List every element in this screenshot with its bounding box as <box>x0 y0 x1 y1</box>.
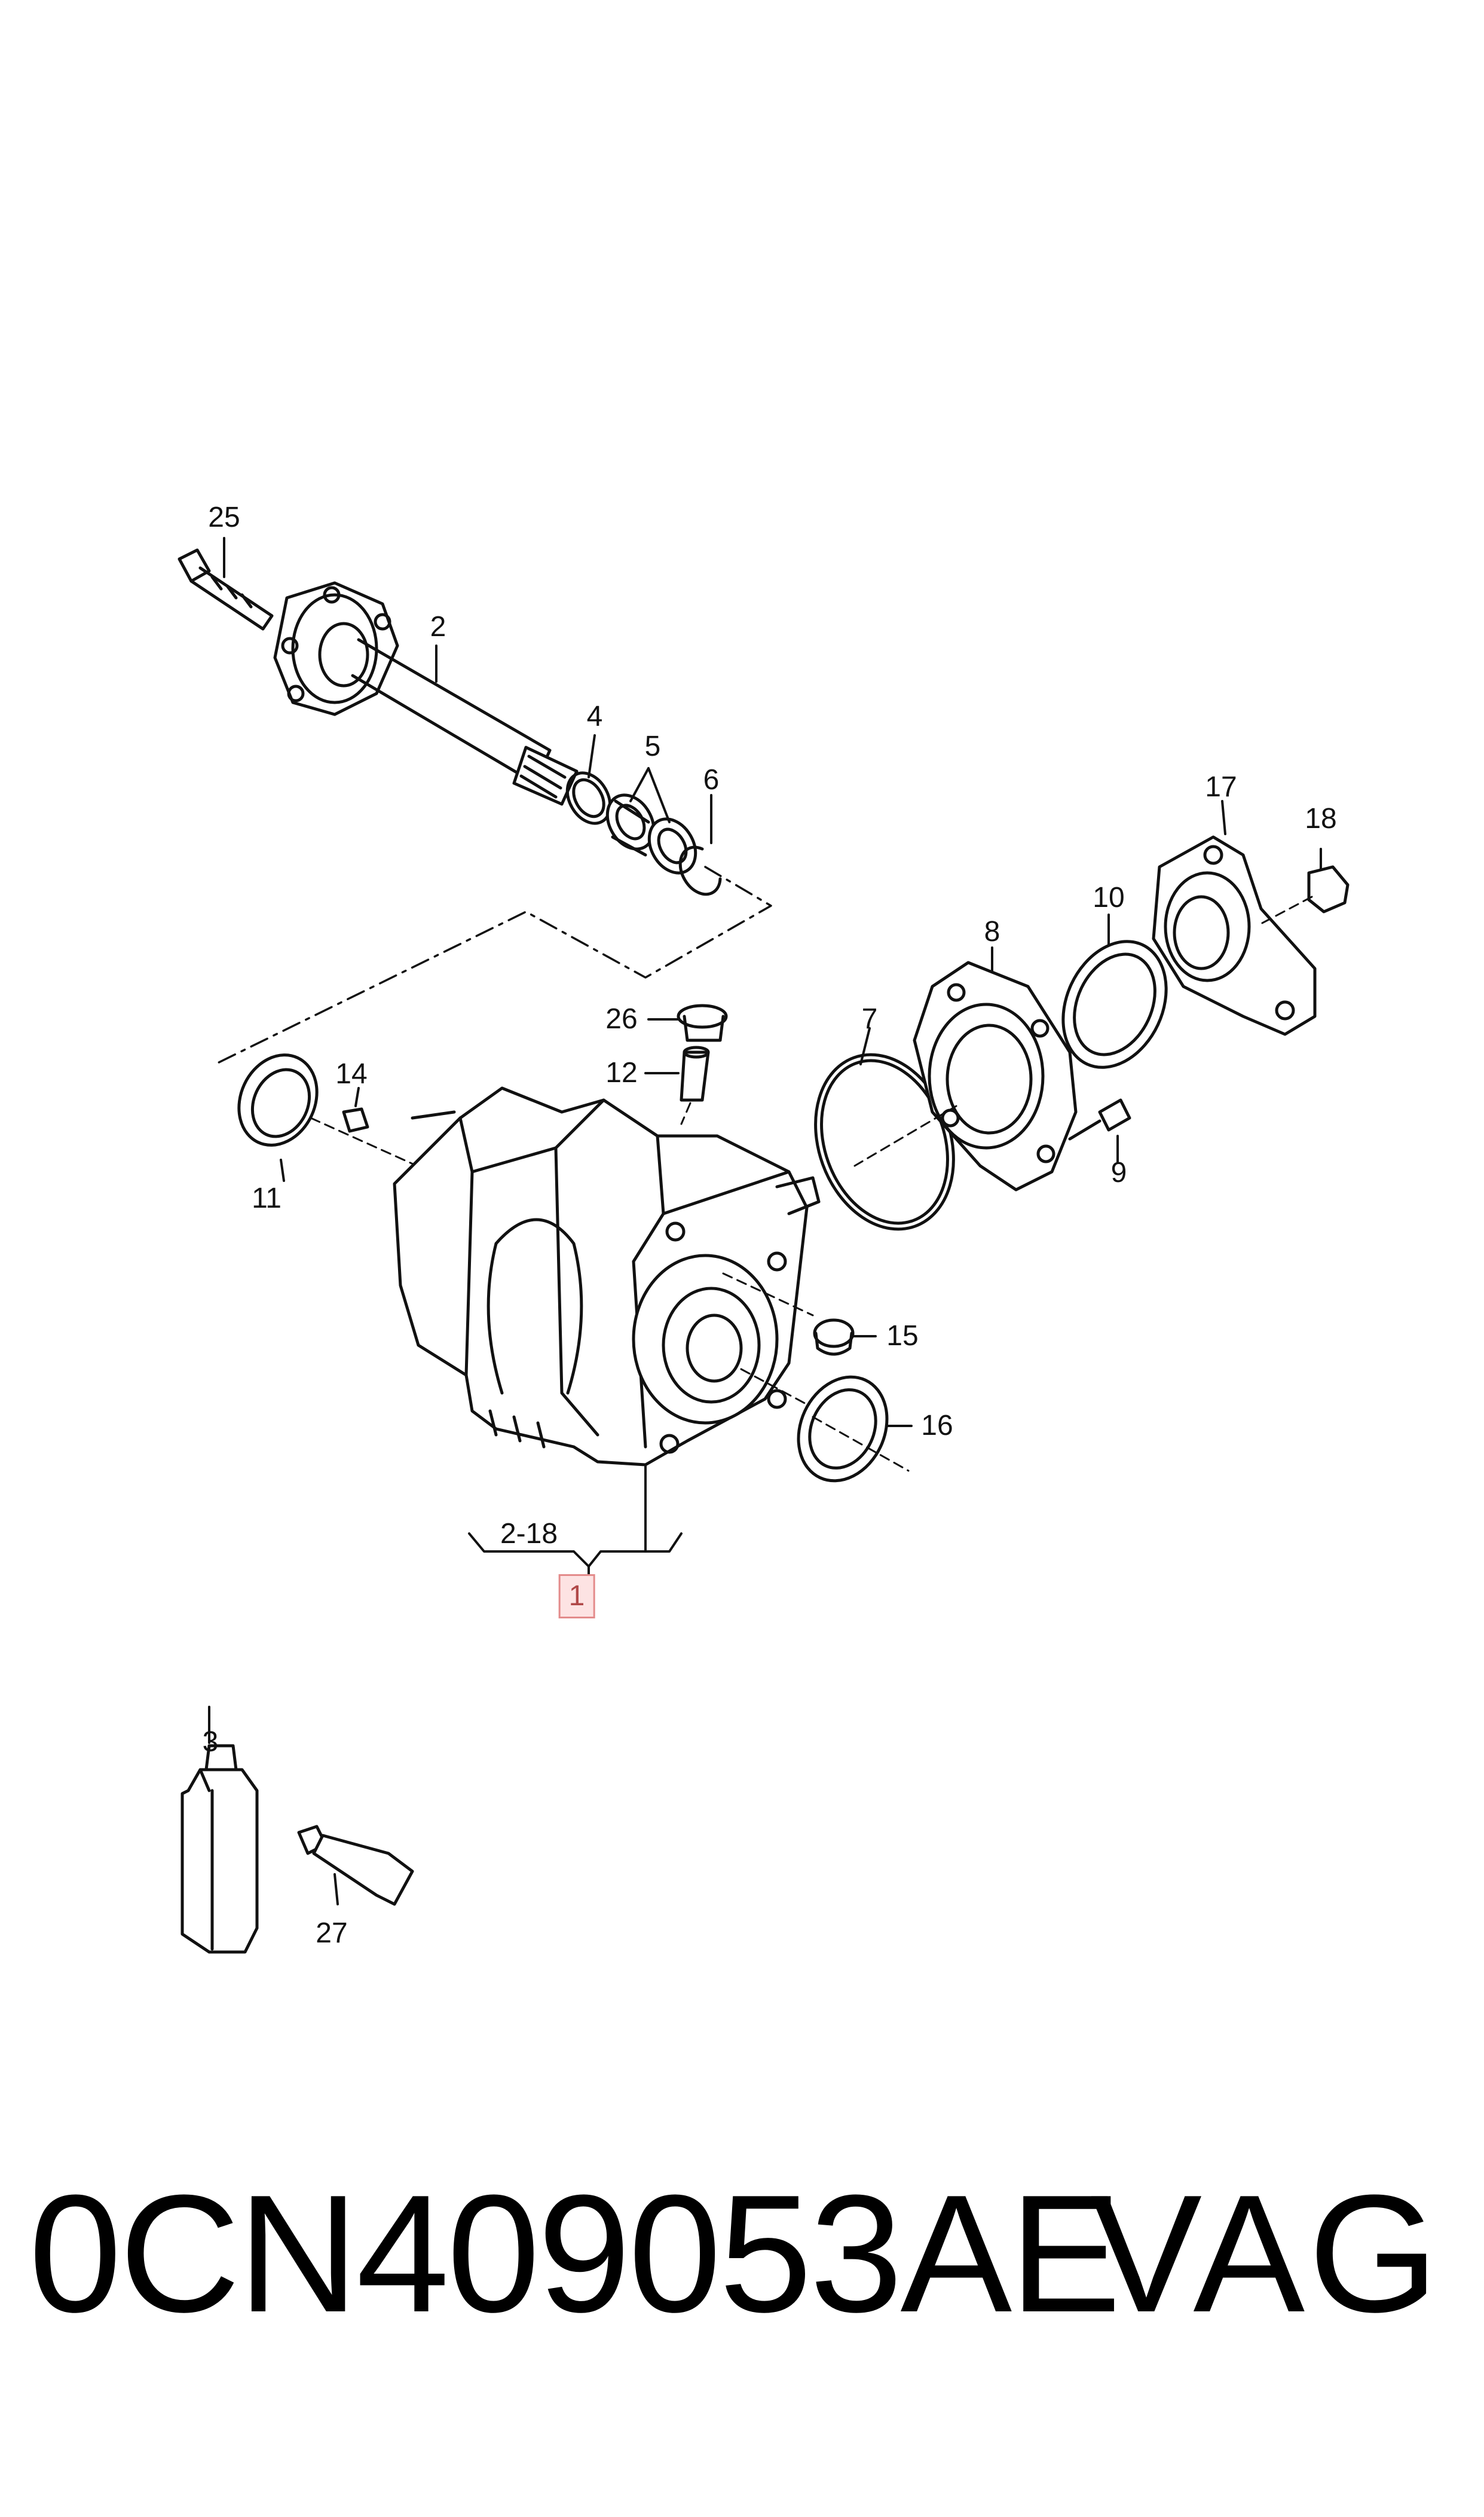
sleeve-12 <box>680 1046 710 1125</box>
transfer-case-housing <box>393 1086 826 1467</box>
callout-25: 25 <box>208 502 240 533</box>
cap-15 <box>813 1318 855 1356</box>
snap-ring-4 <box>565 771 612 825</box>
callout-10: 10 <box>1093 882 1125 914</box>
nut-18 <box>1260 865 1350 925</box>
callout-2-18: 2-18 <box>500 1518 558 1550</box>
callout-18: 18 <box>1305 803 1337 835</box>
bearing-cover-8 <box>853 961 1078 1192</box>
drive-flange-2 <box>273 581 579 806</box>
part-number: 0CN409053AE <box>29 2161 1121 2347</box>
seal-10 <box>1061 940 1168 1069</box>
footer-caption: 0CN409053AE VAG <box>0 2128 1484 2379</box>
bolt-9 <box>1068 1098 1131 1141</box>
shaft-seal-11 <box>237 1053 432 1173</box>
diagram-drawing <box>178 537 1350 1954</box>
callout-4: 4 <box>586 701 603 732</box>
callout-7: 7 <box>861 1003 878 1035</box>
callout-3: 3 <box>202 1726 219 1758</box>
callout-14: 14 <box>335 1058 368 1090</box>
callout-27: 27 <box>316 1917 348 1949</box>
circlip-6 <box>678 845 722 896</box>
brand-name: VAG <box>1090 2161 1442 2347</box>
callout-16: 16 <box>921 1410 953 1441</box>
bolt-25 <box>178 548 274 631</box>
callout-6: 6 <box>703 764 720 796</box>
assembly-dash-line <box>214 866 772 1065</box>
callout-12: 12 <box>605 1057 638 1089</box>
callout-8: 8 <box>984 916 1000 948</box>
cap-26 <box>677 1004 728 1042</box>
callout-1-highlighted[interactable]: 1 <box>558 1574 595 1618</box>
output-flange-17 <box>1152 835 1317 1036</box>
plug-14 <box>342 1107 369 1133</box>
callout-26: 26 <box>605 1003 638 1035</box>
callout-9: 9 <box>1110 1157 1127 1189</box>
callout-5: 5 <box>644 731 661 762</box>
callout-17: 17 <box>1205 771 1237 803</box>
callout-15: 15 <box>886 1320 919 1352</box>
oil-bottle-3 <box>180 1706 259 1954</box>
needle-bearings-5 <box>605 793 697 875</box>
callout-2: 2 <box>430 611 446 643</box>
callout-11: 11 <box>252 1183 281 1214</box>
seal-16 <box>797 1375 889 1483</box>
sealant-tube-27 <box>297 1825 414 1906</box>
